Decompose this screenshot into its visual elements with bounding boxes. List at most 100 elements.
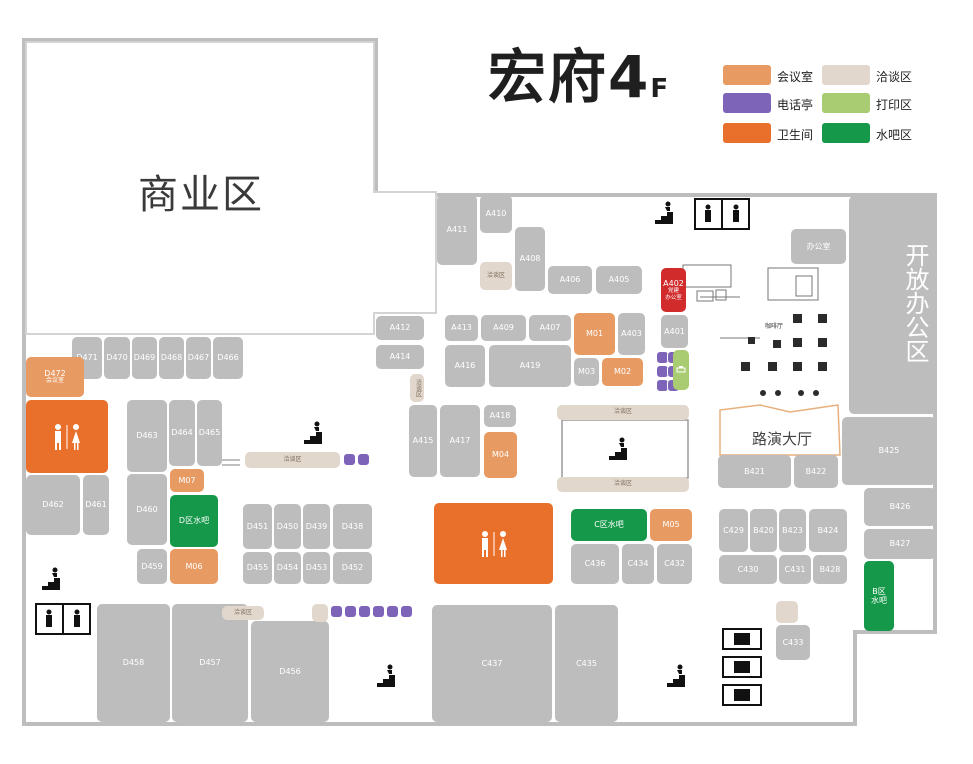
legend-label-phone-booth: 电话亭 <box>777 98 814 112</box>
legend-swatch-print <box>822 93 870 113</box>
room-A412[interactable]: A412 <box>376 316 424 340</box>
room-A414[interactable]: A414 <box>376 345 424 369</box>
negotiation-area-bottom[interactable]: 洽谈区 <box>557 477 689 492</box>
room-B422[interactable]: B422 <box>794 455 838 488</box>
room-D455[interactable]: D455 <box>243 552 272 584</box>
room-C435[interactable]: C435 <box>555 605 618 722</box>
room-A403[interactable]: A403 <box>618 313 645 355</box>
print-area[interactable] <box>673 350 689 390</box>
negotiation-area-d[interactable]: 洽谈区 <box>245 452 340 468</box>
phone-booth[interactable] <box>344 605 357 618</box>
room-D439[interactable]: D439 <box>303 504 330 549</box>
room-A407[interactable]: A407 <box>529 315 571 341</box>
room-M04[interactable]: M04 <box>484 432 517 478</box>
legend-swatch-water-bar <box>822 123 870 143</box>
room-C437[interactable]: C437 <box>432 605 552 722</box>
room-A405[interactable]: A405 <box>596 266 642 294</box>
water-bar-C[interactable]: C区水吧 <box>571 509 647 541</box>
phone-booth[interactable] <box>372 605 385 618</box>
room-B420[interactable]: B420 <box>750 509 777 552</box>
room-D470[interactable]: D470 <box>104 337 130 379</box>
phone-booth[interactable] <box>343 453 356 466</box>
room-D460[interactable]: D460 <box>127 474 167 545</box>
legend-swatch-negotiation <box>822 65 870 85</box>
negotiation-small-east[interactable] <box>776 601 798 623</box>
room-C434[interactable]: C434 <box>622 544 654 584</box>
water-bar-D[interactable]: D区水吧 <box>170 495 218 547</box>
room-M01[interactable]: M01 <box>574 313 615 355</box>
phone-booth[interactable] <box>400 605 413 618</box>
room-D466[interactable]: D466 <box>213 337 243 379</box>
room-M06[interactable]: M06 <box>170 549 218 584</box>
room-M02[interactable]: M02 <box>602 358 643 386</box>
room-office[interactable]: 办公室 <box>791 229 846 264</box>
room-B425[interactable]: B425 <box>842 417 936 485</box>
phone-booth[interactable] <box>358 605 371 618</box>
phone-booth[interactable] <box>386 605 399 618</box>
room-A409[interactable]: A409 <box>481 315 526 341</box>
room-C429[interactable]: C429 <box>719 509 748 552</box>
room-B426[interactable]: B426 <box>864 488 936 526</box>
phone-booth[interactable] <box>330 605 343 618</box>
room-A413[interactable]: A413 <box>445 315 478 341</box>
room-D464[interactable]: D464 <box>169 400 195 466</box>
room-A410[interactable]: A410 <box>480 195 512 233</box>
room-C432[interactable]: C432 <box>657 544 692 584</box>
room-C430[interactable]: C430 <box>719 555 777 584</box>
room-D469[interactable]: D469 <box>132 337 157 379</box>
room-D467[interactable]: D467 <box>186 337 211 379</box>
room-B428[interactable]: B428 <box>813 555 847 584</box>
room-D453[interactable]: D453 <box>303 552 330 584</box>
room-D461[interactable]: D461 <box>83 475 109 535</box>
room-D468[interactable]: D468 <box>159 337 184 379</box>
restroom-center <box>434 503 553 584</box>
open-office-area[interactable] <box>849 196 937 414</box>
room-D465[interactable]: D465 <box>197 400 222 466</box>
legend-swatch-phone-booth <box>723 93 771 113</box>
room-M07[interactable]: M07 <box>170 469 204 492</box>
room-D457[interactable]: D457 <box>172 604 248 722</box>
roadshow-hall-label: 路演大厅 <box>752 430 813 448</box>
room-A416[interactable]: A416 <box>445 345 485 387</box>
negotiation-area-a[interactable]: 洽谈区 <box>480 262 512 290</box>
room-D438[interactable]: D438 <box>333 504 372 549</box>
room-A418[interactable]: A418 <box>484 405 516 427</box>
room-D456[interactable]: D456 <box>251 621 329 722</box>
room-A408[interactable]: A408 <box>515 227 545 291</box>
room-D459[interactable]: D459 <box>137 549 167 584</box>
negotiation-area-vertical[interactable]: 洽谈区 <box>410 374 424 402</box>
room-A419[interactable]: A419 <box>489 345 571 387</box>
room-A411[interactable]: A411 <box>437 195 477 265</box>
room-D454[interactable]: D454 <box>274 552 301 584</box>
room-D451[interactable]: D451 <box>243 504 272 549</box>
room-D463[interactable]: D463 <box>127 400 167 472</box>
room-A415[interactable]: A415 <box>409 405 437 477</box>
phone-booth[interactable] <box>357 453 370 466</box>
room-D462[interactable]: D462 <box>26 475 80 535</box>
stairs-icon <box>377 664 395 687</box>
water-bar-B[interactable]: B区 水吧 <box>864 561 894 631</box>
room-D452[interactable]: D452 <box>333 552 372 584</box>
negotiation-area-top[interactable]: 洽谈区 <box>557 405 689 420</box>
room-C431[interactable]: C431 <box>779 555 811 584</box>
room-D450[interactable]: D450 <box>274 504 301 549</box>
negotiation-small-bottom[interactable] <box>312 604 328 622</box>
room-B427[interactable]: B427 <box>864 529 936 559</box>
restroom-west <box>26 400 108 473</box>
negotiation-area-bottom-d[interactable]: 洽谈区 <box>222 606 264 620</box>
room-B421[interactable]: B421 <box>718 455 791 488</box>
room-M03[interactable]: M03 <box>574 358 599 386</box>
stairs-icon <box>667 664 685 687</box>
room-M05[interactable]: M05 <box>650 509 692 541</box>
room-C436[interactable]: C436 <box>571 544 619 584</box>
room-C433[interactable]: C433 <box>776 625 810 660</box>
room-A417[interactable]: A417 <box>440 405 480 477</box>
room-B424[interactable]: B424 <box>809 509 847 552</box>
room-A401[interactable]: A401 <box>661 315 688 348</box>
room-A406[interactable]: A406 <box>548 266 592 294</box>
room-B423[interactable]: B423 <box>779 509 806 552</box>
room-D458[interactable]: D458 <box>97 604 170 722</box>
